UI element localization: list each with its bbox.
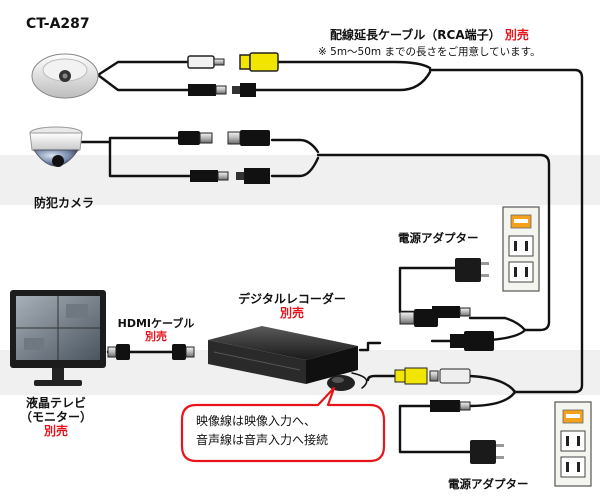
extension-cable-main-run xyxy=(428,68,584,394)
top-camera-video-wire xyxy=(96,60,190,77)
rca-plug-yellow xyxy=(239,54,251,70)
rca-to-recorder-wire xyxy=(366,374,397,382)
dome-extension-main-run xyxy=(316,153,551,332)
bnc-plug-recorder xyxy=(399,311,415,325)
hdmi-label: HDMIケーブル 別売 xyxy=(108,317,204,343)
wall-outlet-1 xyxy=(502,206,540,292)
tv-label: 液晶テレビ （モニター） 別売 xyxy=(8,396,104,438)
recorder-side-connectors xyxy=(394,309,494,412)
recorder-title: デジタルレコーダー xyxy=(238,292,346,306)
bnc-plug xyxy=(178,131,200,145)
tv-sold-separately: 別売 xyxy=(43,423,68,438)
lcd-tv xyxy=(10,290,106,386)
extension-cable-title: 配線延長ケーブル（RCA端子） xyxy=(330,28,501,42)
wall-outlet-2 xyxy=(554,401,592,487)
dome-camera-cable-lower xyxy=(108,140,192,178)
extension-cable-sold-separately: 別売 xyxy=(504,28,529,42)
speech-bubble xyxy=(180,386,386,463)
power-adapter-label-2: 電源アダプター xyxy=(448,477,529,491)
bubble-line-1: 映像線は映像入力へ、 xyxy=(196,414,317,428)
tv-title-line2: （モニター） xyxy=(19,409,92,424)
extension-cable-note: ※ 5m〜50m までの長さをご用意しています。 xyxy=(318,46,541,58)
power-adapter-label-1: 電源アダプター xyxy=(398,231,479,245)
dome-camera xyxy=(29,126,83,167)
lower-y-upper-wire xyxy=(468,374,517,394)
rca-plug-white xyxy=(187,55,215,69)
recorder-sold-separately: 別売 xyxy=(279,305,304,320)
mouse xyxy=(327,375,355,391)
adapter2-dc-wire xyxy=(398,404,472,454)
rca-plug-yellow-recorder xyxy=(394,369,406,383)
camera-label: 防犯カメラ xyxy=(34,196,95,210)
top-camera-power-wire xyxy=(96,73,190,92)
power-adapter-1 xyxy=(432,258,489,318)
adapter1-dc-wire xyxy=(398,266,457,314)
model-label: CT-A287 xyxy=(26,16,90,32)
power-adapter-2 xyxy=(470,440,504,464)
bubble-line-2: 音声線は音声入力へ接続 xyxy=(196,433,329,448)
extension-cable-label: 配線延長ケーブル（RCA端子） 別売 xyxy=(330,28,529,43)
recorder-bnc-wire xyxy=(468,316,527,332)
hdmi-sold-separately: 別売 xyxy=(145,329,167,343)
top-camera-connectors xyxy=(187,52,279,97)
recorder-label: デジタルレコーダー 別売 xyxy=(222,292,362,321)
hdmi-title: HDMIケーブル xyxy=(117,317,195,330)
top-camera xyxy=(31,53,99,99)
bubble-text: 映像線は映像入力へ、 音声線は音声入力へ接続 xyxy=(196,412,328,450)
dome-extension-power-wire xyxy=(270,156,320,178)
tv-title-line1: 液晶テレビ xyxy=(25,396,86,410)
dome-extension-video-wire xyxy=(270,138,320,154)
bnc-to-recorder-wire xyxy=(358,341,382,352)
dome-camera-connectors xyxy=(178,130,270,184)
dome-camera-cable-upper xyxy=(78,136,180,144)
mouse-wire xyxy=(351,372,368,389)
extension-cable-video-wire xyxy=(276,60,432,70)
extension-cable-power-wire xyxy=(246,70,432,92)
digital-recorder xyxy=(208,326,358,384)
hdmi-cable xyxy=(107,344,195,360)
